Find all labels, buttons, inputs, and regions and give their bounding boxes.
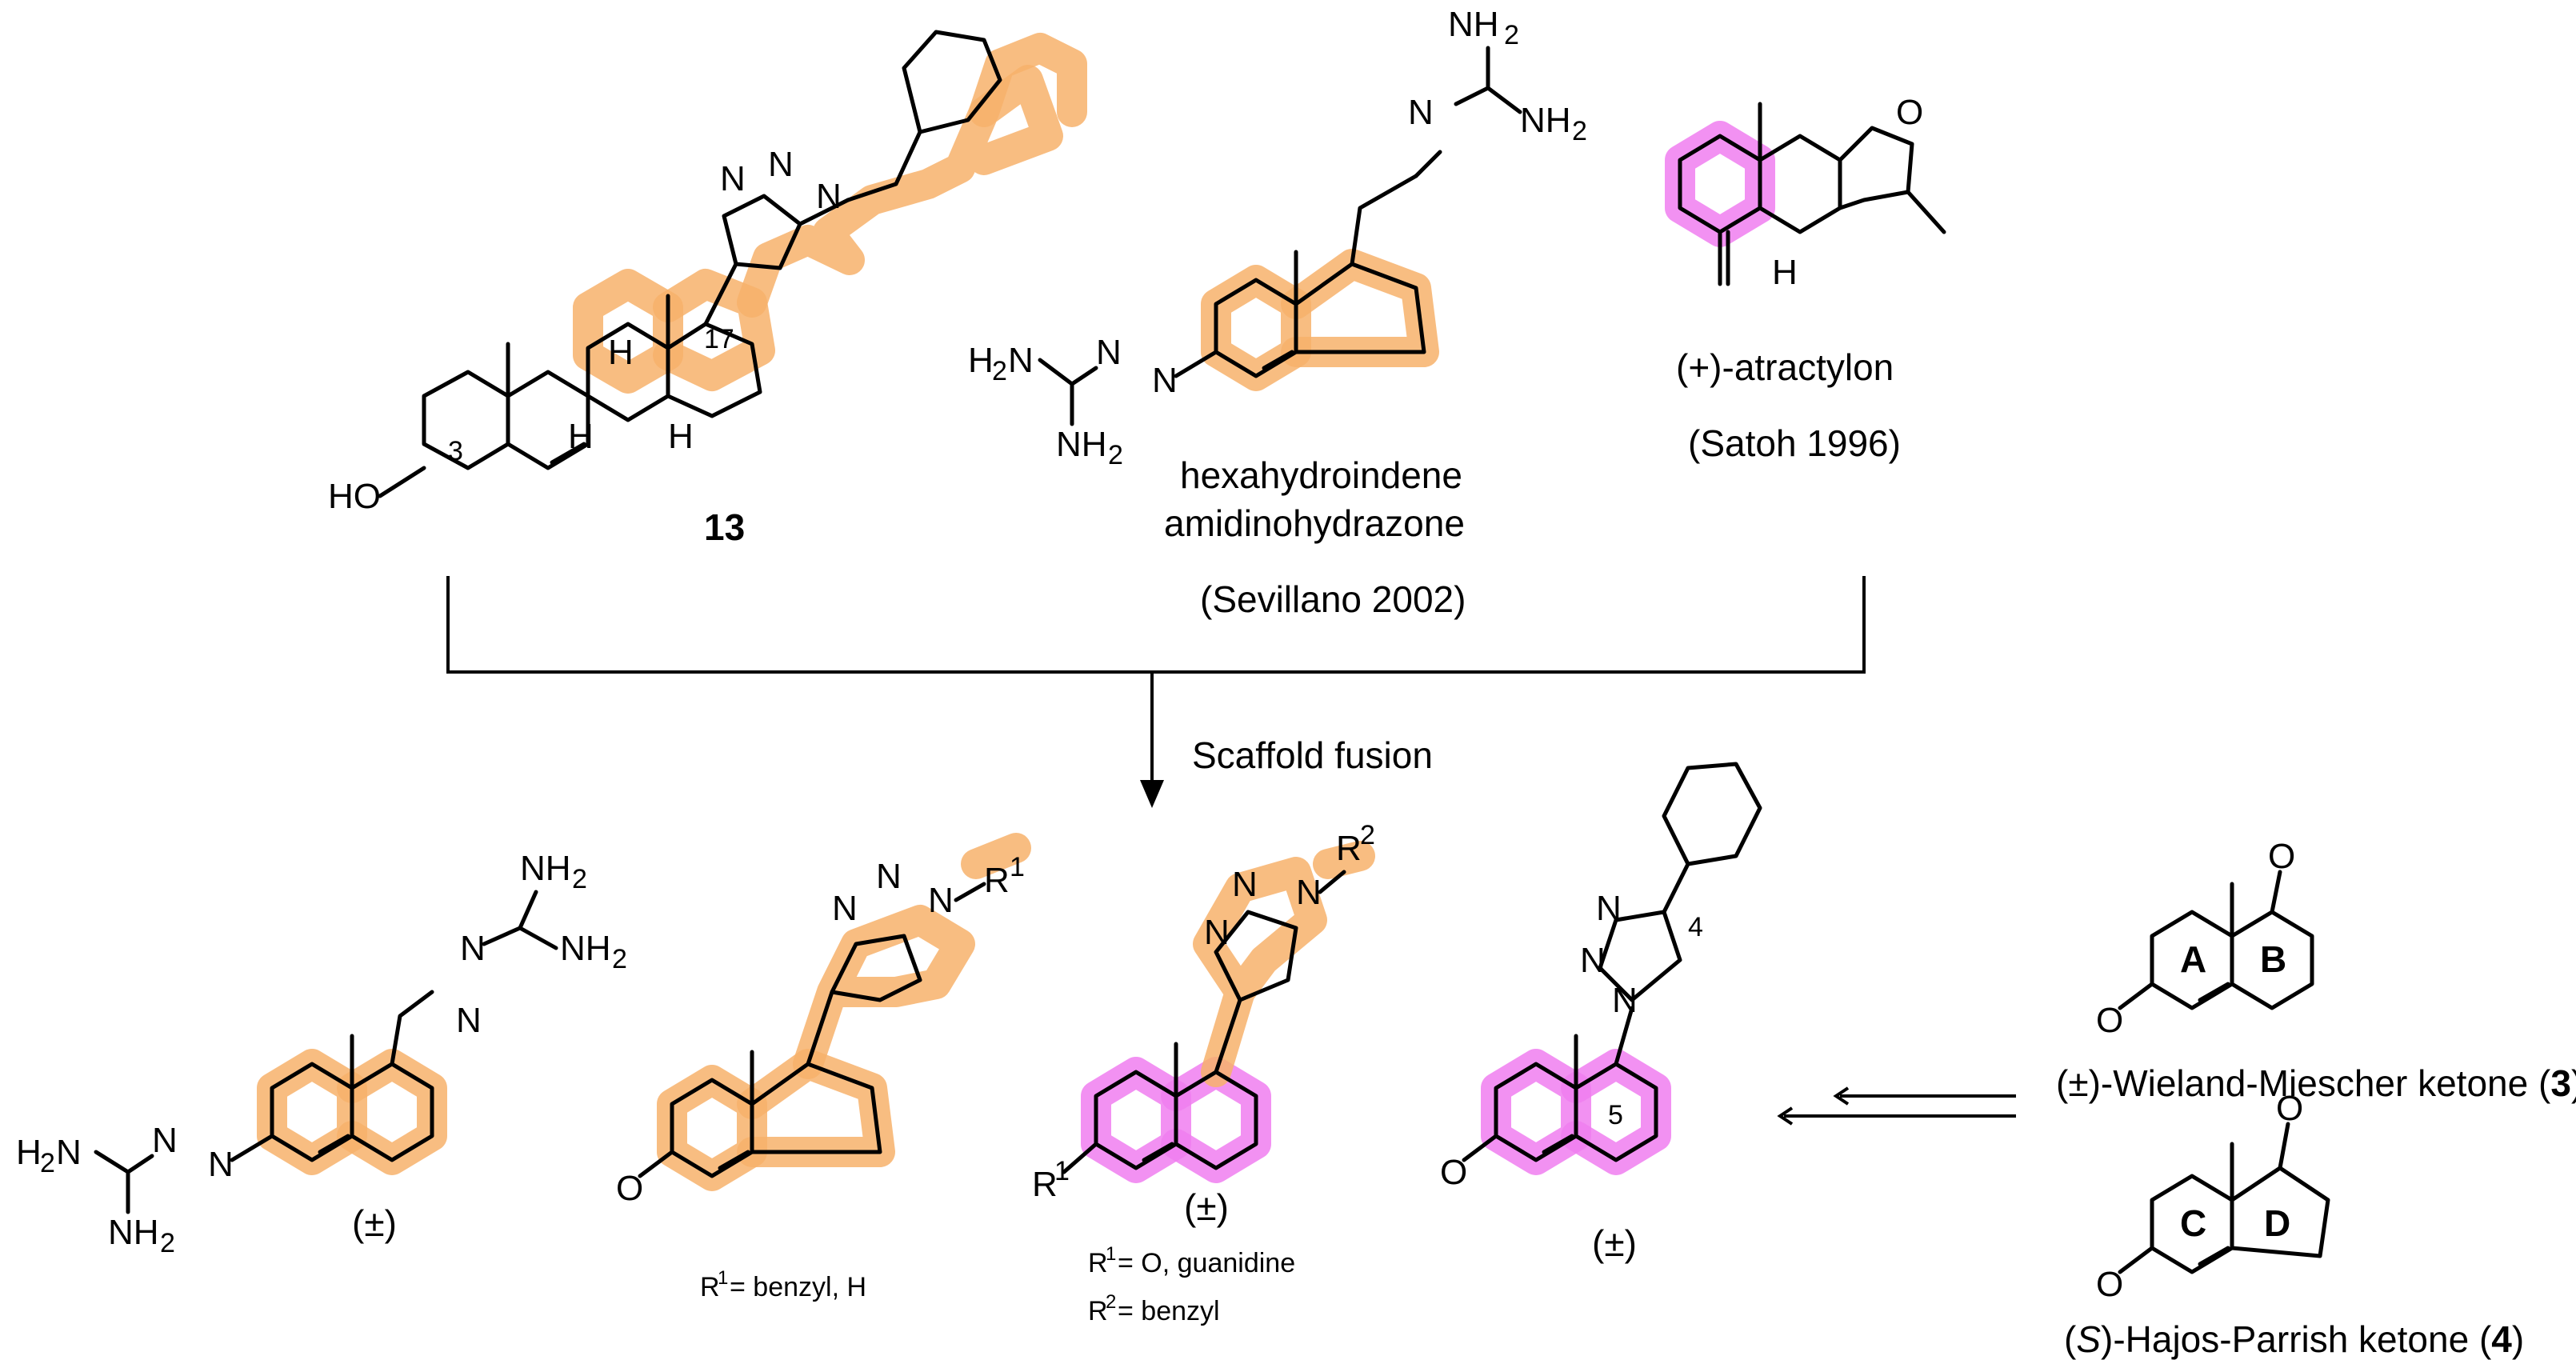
bottom-compound-3: N N N R 2 R 1 (±) R 1 = O, guanidine R 2… (1032, 820, 1375, 1326)
c1-nh2-a: NH (520, 849, 571, 888)
atractylon-structure: O H (+)-atractylon (Satoh 1996) (1665, 93, 1946, 464)
c1-n-c: N (152, 1121, 178, 1160)
scaffold-fusion-bracket: Scaffold fusion (446, 576, 1866, 808)
hexa-n-mid2: N (1152, 361, 1178, 400)
c4-n3: N (1612, 981, 1638, 1020)
hexa-name-line2: amidinohydrazone (1164, 502, 1465, 544)
svg-text:1: 1 (1106, 1243, 1116, 1265)
svg-text:2: 2 (572, 864, 587, 894)
c1-n-b: N (456, 1001, 482, 1040)
hajos-parrish-ketone: O O C D (S)-Hajos-Parrish ketone (4) (2064, 1089, 2524, 1360)
svg-text:1: 1 (1010, 852, 1025, 882)
svg-text:2: 2 (1504, 20, 1519, 50)
c3-r1: R (1032, 1165, 1058, 1204)
svg-text:2: 2 (612, 944, 627, 974)
triazole-n-label-1: N (720, 159, 746, 198)
c3-n1: N (1204, 913, 1230, 952)
c3-n3: N (1296, 873, 1322, 912)
svg-text:2: 2 (1108, 440, 1123, 470)
hp-o2: O (2096, 1265, 2123, 1304)
c2-n1: N (832, 889, 858, 928)
c1-nh2-c: NH (108, 1213, 159, 1252)
svg-text:2: 2 (1106, 1291, 1116, 1313)
ring-b-label: B (2260, 938, 2286, 980)
svg-text:2: 2 (160, 1228, 175, 1258)
c3-caption-r1-text: = O, guanidine (1118, 1248, 1295, 1278)
c4-n1: N (1596, 889, 1622, 928)
hexahydroindene-structure: N NH 2 NH 2 N N H 2 N NH 2 hexahydroinde… (968, 5, 1587, 620)
c3-racemic-label: (±) (1184, 1186, 1229, 1228)
svg-text:1: 1 (1054, 1156, 1070, 1186)
position-3-label: 3 (448, 436, 463, 466)
c1-n-d: N (208, 1145, 234, 1184)
bottom-compound-1: N N NH 2 NH 2 N N H 2 N NH 2 (±) (16, 849, 627, 1258)
wieland-miescher-ketone: O O A B (±)-Wieland-Miescher ketone (3) (2056, 837, 2576, 1104)
ho-label: HO (328, 477, 381, 516)
c2-n2: N (876, 857, 902, 896)
svg-text:N: N (56, 1133, 82, 1172)
c4-pos4: 4 (1688, 912, 1703, 942)
atractylon-h: H (1772, 253, 1798, 292)
svg-text:N: N (1008, 341, 1034, 380)
triazole-n-label-3: N (816, 177, 842, 216)
c4-racemic-label: (±) (1592, 1222, 1637, 1264)
c2-r: R (984, 861, 1010, 900)
c3-caption-r2: R (1088, 1296, 1108, 1326)
wm-o2: O (2096, 1001, 2123, 1040)
svg-text:2: 2 (1360, 820, 1375, 850)
c3-n2: N (1232, 865, 1258, 904)
c3-r2: R (1336, 829, 1362, 868)
atractylon-o: O (1896, 93, 1923, 132)
wm-o1: O (2268, 837, 2295, 876)
c4-n2: N (1580, 941, 1606, 980)
hajos-parrish-label: (S)-Hajos-Parrish ketone (4) (2064, 1318, 2524, 1360)
hexa-n-mid1: N (1096, 333, 1122, 372)
hp-o1: O (2276, 1089, 2303, 1128)
c2-caption-r: R (700, 1272, 720, 1302)
ring-d-label: D (2264, 1202, 2290, 1244)
c1-h2n: H (16, 1133, 42, 1172)
atractylon-citation: (Satoh 1996) (1688, 422, 1901, 464)
synthesis-arrow (1777, 1086, 2016, 1126)
position-17-label: 17 (704, 324, 734, 354)
svg-text:1: 1 (718, 1267, 728, 1289)
c2-n3: N (928, 881, 954, 920)
wieland-miescher-label: (±)-Wieland-Miescher ketone (3) (2056, 1062, 2576, 1104)
ring-c-label: C (2180, 1202, 2206, 1244)
triazole-n-label-2: N (768, 145, 794, 184)
hexa-name-line1: hexahydroindene (1180, 454, 1462, 496)
svg-text:2: 2 (1572, 116, 1587, 146)
hexa-citation: (Sevillano 2002) (1200, 578, 1466, 620)
h-label-3: H (668, 417, 694, 456)
bottom-compound-4: N N N 4 5 O (±) (1440, 762, 1762, 1264)
compound-13-name: 13 (704, 506, 745, 548)
hexa-h2n: H (968, 341, 994, 380)
compound-13-structure: HO H H H 3 17 N N N 13 (328, 30, 1087, 548)
svg-text:2: 2 (40, 1148, 55, 1178)
hexa-nh2-bottom: NH (1056, 425, 1107, 464)
ring-a-label: A (2180, 938, 2206, 980)
svg-text:2: 2 (992, 356, 1007, 386)
h-label-1: H (568, 417, 594, 456)
bottom-compound-2: N N N R 1 O R 1 = benzyl, H (616, 833, 1031, 1302)
c3-caption-r1: R (1088, 1248, 1108, 1278)
scaffold-fusion-label: Scaffold fusion (1192, 734, 1433, 776)
c4-pos5: 5 (1608, 1100, 1623, 1130)
h-label-2: H (608, 333, 634, 372)
c3-caption-r2-text: = benzyl (1118, 1296, 1220, 1326)
hexa-nh2-top: NH (1448, 5, 1499, 44)
atractylon-name: (+)-atractylon (1676, 346, 1894, 388)
hexa-n-top: N (1408, 93, 1434, 132)
c1-nh2-b: NH (560, 929, 611, 968)
hexa-nh2-right: NH (1520, 101, 1571, 140)
c2-caption: = benzyl, H (730, 1272, 866, 1302)
c1-racemic-label: (±) (352, 1202, 397, 1244)
c1-n-a: N (460, 929, 486, 968)
